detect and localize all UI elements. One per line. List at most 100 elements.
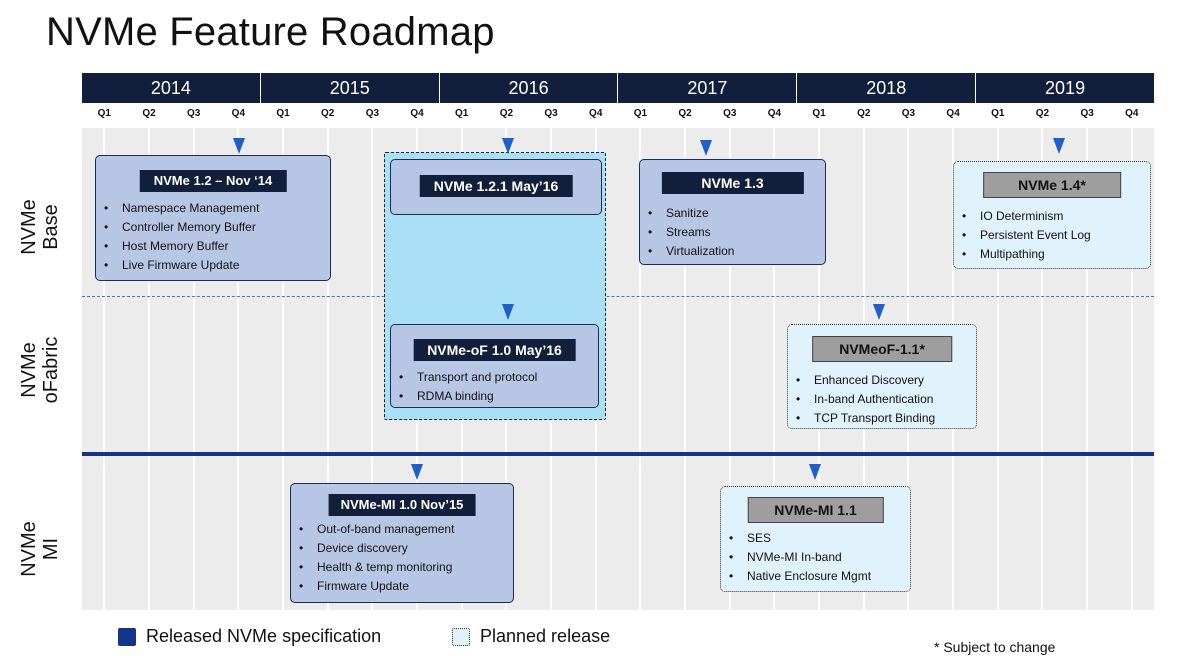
row-label-line: NVMe xyxy=(18,199,40,255)
release-title: NVMe-MI 1.1 xyxy=(747,497,884,523)
grid-line xyxy=(192,128,195,610)
feature-item: Sanitize xyxy=(648,204,734,223)
release-title: NVMe-oF 1.0 May’16 xyxy=(413,339,576,361)
grid-line xyxy=(237,128,240,610)
quarter-label: Q4 xyxy=(767,108,782,119)
quarter-label: Q3 xyxy=(1080,108,1094,119)
row-label-line: Base xyxy=(40,204,62,250)
quarter-label: Q1 xyxy=(991,108,1005,119)
grid-line xyxy=(773,128,776,610)
feature-list: SanitizeStreamsVirtualization xyxy=(648,204,734,261)
row-label-line: NVMe xyxy=(18,521,40,577)
legend-planned: Planned release xyxy=(452,626,610,647)
legend-label: Released NVMe specification xyxy=(146,626,382,646)
quarter-label: Q2 xyxy=(321,108,335,119)
row-label-line: oFabric xyxy=(40,336,62,404)
year-header: 2014 2015 2016 2017 2018 2019 xyxy=(82,73,1154,103)
release-title: NVMe 1.2 – Nov ‘14 xyxy=(139,170,287,192)
legend-released: Released NVMe specification xyxy=(118,626,381,647)
row-label-line: MI xyxy=(40,537,62,561)
quarter-label: Q3 xyxy=(723,108,737,119)
quarter-label: Q1 xyxy=(633,108,648,119)
quarter-label: Q2 xyxy=(499,108,514,119)
row-label-fabric: NVMe oFabric xyxy=(18,324,62,416)
grid-line xyxy=(282,128,284,610)
feature-list: Namespace ManagementController Memory Bu… xyxy=(104,199,259,275)
year-label: 2017 xyxy=(618,73,798,103)
grid-line xyxy=(639,128,642,610)
release-title: NVMe 1.3 xyxy=(661,172,804,194)
quarter-label: Q1 xyxy=(97,108,111,119)
feature-item: RDMA binding xyxy=(399,387,537,406)
year-label: 2016 xyxy=(440,73,619,103)
legend-swatch-released xyxy=(118,627,136,646)
grid-line xyxy=(996,128,999,610)
release-marker-icon xyxy=(411,464,423,480)
release-box-nvme-of-1-0[interactable]: NVMe-oF 1.0 May’16 Transport and protoco… xyxy=(390,324,599,408)
quarter-label: Q3 xyxy=(544,108,558,119)
release-title: NVMe 1.4* xyxy=(983,172,1121,198)
feature-item: Controller Memory Buffer xyxy=(104,218,259,237)
feature-item: Device discovery xyxy=(299,539,454,558)
quarter-label: Q2 xyxy=(678,108,692,119)
legend-label: Planned release xyxy=(480,626,611,646)
grid-line xyxy=(684,128,686,610)
release-marker-icon xyxy=(502,304,514,320)
year-label: 2015 xyxy=(261,73,440,103)
release-marker-icon xyxy=(1053,138,1065,154)
feature-item: SES xyxy=(729,529,871,548)
quarter-label: Q1 xyxy=(276,108,290,119)
page-title: NVMe Feature Roadmap xyxy=(46,10,495,54)
feature-item: NVMe-MI In-band xyxy=(729,548,871,567)
feature-item: Streams xyxy=(648,223,734,242)
quarter-label: Q2 xyxy=(857,108,871,119)
feature-item: IO Determinism xyxy=(962,207,1091,226)
release-box-nvme-of-1-1[interactable]: NVMeoF-1.1* Enhanced DiscoveryIn-band Au… xyxy=(787,324,977,429)
release-box-nvme-1-4[interactable]: NVMe 1.4* IO DeterminismPersistent Event… xyxy=(953,161,1151,269)
release-title: NVMeoF-1.1* xyxy=(812,336,952,362)
year-label: 2014 xyxy=(82,73,261,103)
row-separator-dashed xyxy=(82,296,1154,297)
grid-line xyxy=(326,128,329,610)
feature-item: Enhanced Discovery xyxy=(796,371,935,390)
release-title: NVMe-MI 1.0 Nov’15 xyxy=(328,494,476,516)
feature-list: IO DeterminismPersistent Event LogMultip… xyxy=(962,207,1091,264)
legend-swatch-planned xyxy=(452,627,470,646)
feature-list: Enhanced DiscoveryIn-band Authentication… xyxy=(796,371,935,428)
feature-item: Multipathing xyxy=(962,245,1091,264)
release-box-nvme-mi-1-1[interactable]: NVMe-MI 1.1 SESNVMe-MI In-bandNative Enc… xyxy=(720,486,911,592)
release-marker-icon xyxy=(809,464,821,480)
quarter-label: Q3 xyxy=(901,108,916,119)
feature-list: SESNVMe-MI In-bandNative Enclosure Mgmt xyxy=(729,529,871,586)
grid-line xyxy=(1130,128,1133,610)
feature-list: Out-of-band managementDevice discoveryHe… xyxy=(299,520,454,596)
row-label-mi: NVMe MI xyxy=(18,509,62,589)
feature-item: Persistent Event Log xyxy=(962,226,1091,245)
release-box-nvme-mi-1-0[interactable]: NVMe-MI 1.0 Nov’15 Out-of-band managemen… xyxy=(290,483,514,603)
feature-item: TCP Transport Binding xyxy=(796,409,935,428)
release-box-nvme-1-2[interactable]: NVMe 1.2 – Nov ‘14 Namespace ManagementC… xyxy=(95,155,331,281)
footnote: * Subject to change xyxy=(934,639,1056,655)
grid-line xyxy=(1041,128,1044,610)
feature-list: Transport and protocolRDMA binding xyxy=(399,368,537,406)
release-box-nvme-1-2-1[interactable]: NVMe 1.2.1 May’16 xyxy=(390,159,602,215)
year-label: 2019 xyxy=(1045,78,1086,98)
grid-line xyxy=(148,128,150,610)
feature-item: Out-of-band management xyxy=(299,520,454,539)
quarter-label: Q2 xyxy=(142,108,156,119)
quarter-label: Q1 xyxy=(455,108,469,119)
grid-line xyxy=(371,128,374,610)
release-title: NVMe 1.2.1 May’16 xyxy=(419,175,573,197)
quarter-label: Q4 xyxy=(410,108,424,119)
grid-line xyxy=(728,128,731,610)
quarter-label: Q4 xyxy=(946,108,960,119)
row-separator-solid xyxy=(82,452,1154,456)
release-marker-icon xyxy=(700,140,712,156)
feature-item: Live Firmware Update xyxy=(104,256,259,275)
release-marker-icon xyxy=(873,304,885,320)
release-box-nvme-1-3[interactable]: NVMe 1.3 SanitizeStreamsVirtualization xyxy=(639,159,826,265)
feature-item: Health & temp monitoring xyxy=(299,558,454,577)
release-marker-icon xyxy=(233,138,245,154)
quarter-label: Q4 xyxy=(589,108,603,119)
